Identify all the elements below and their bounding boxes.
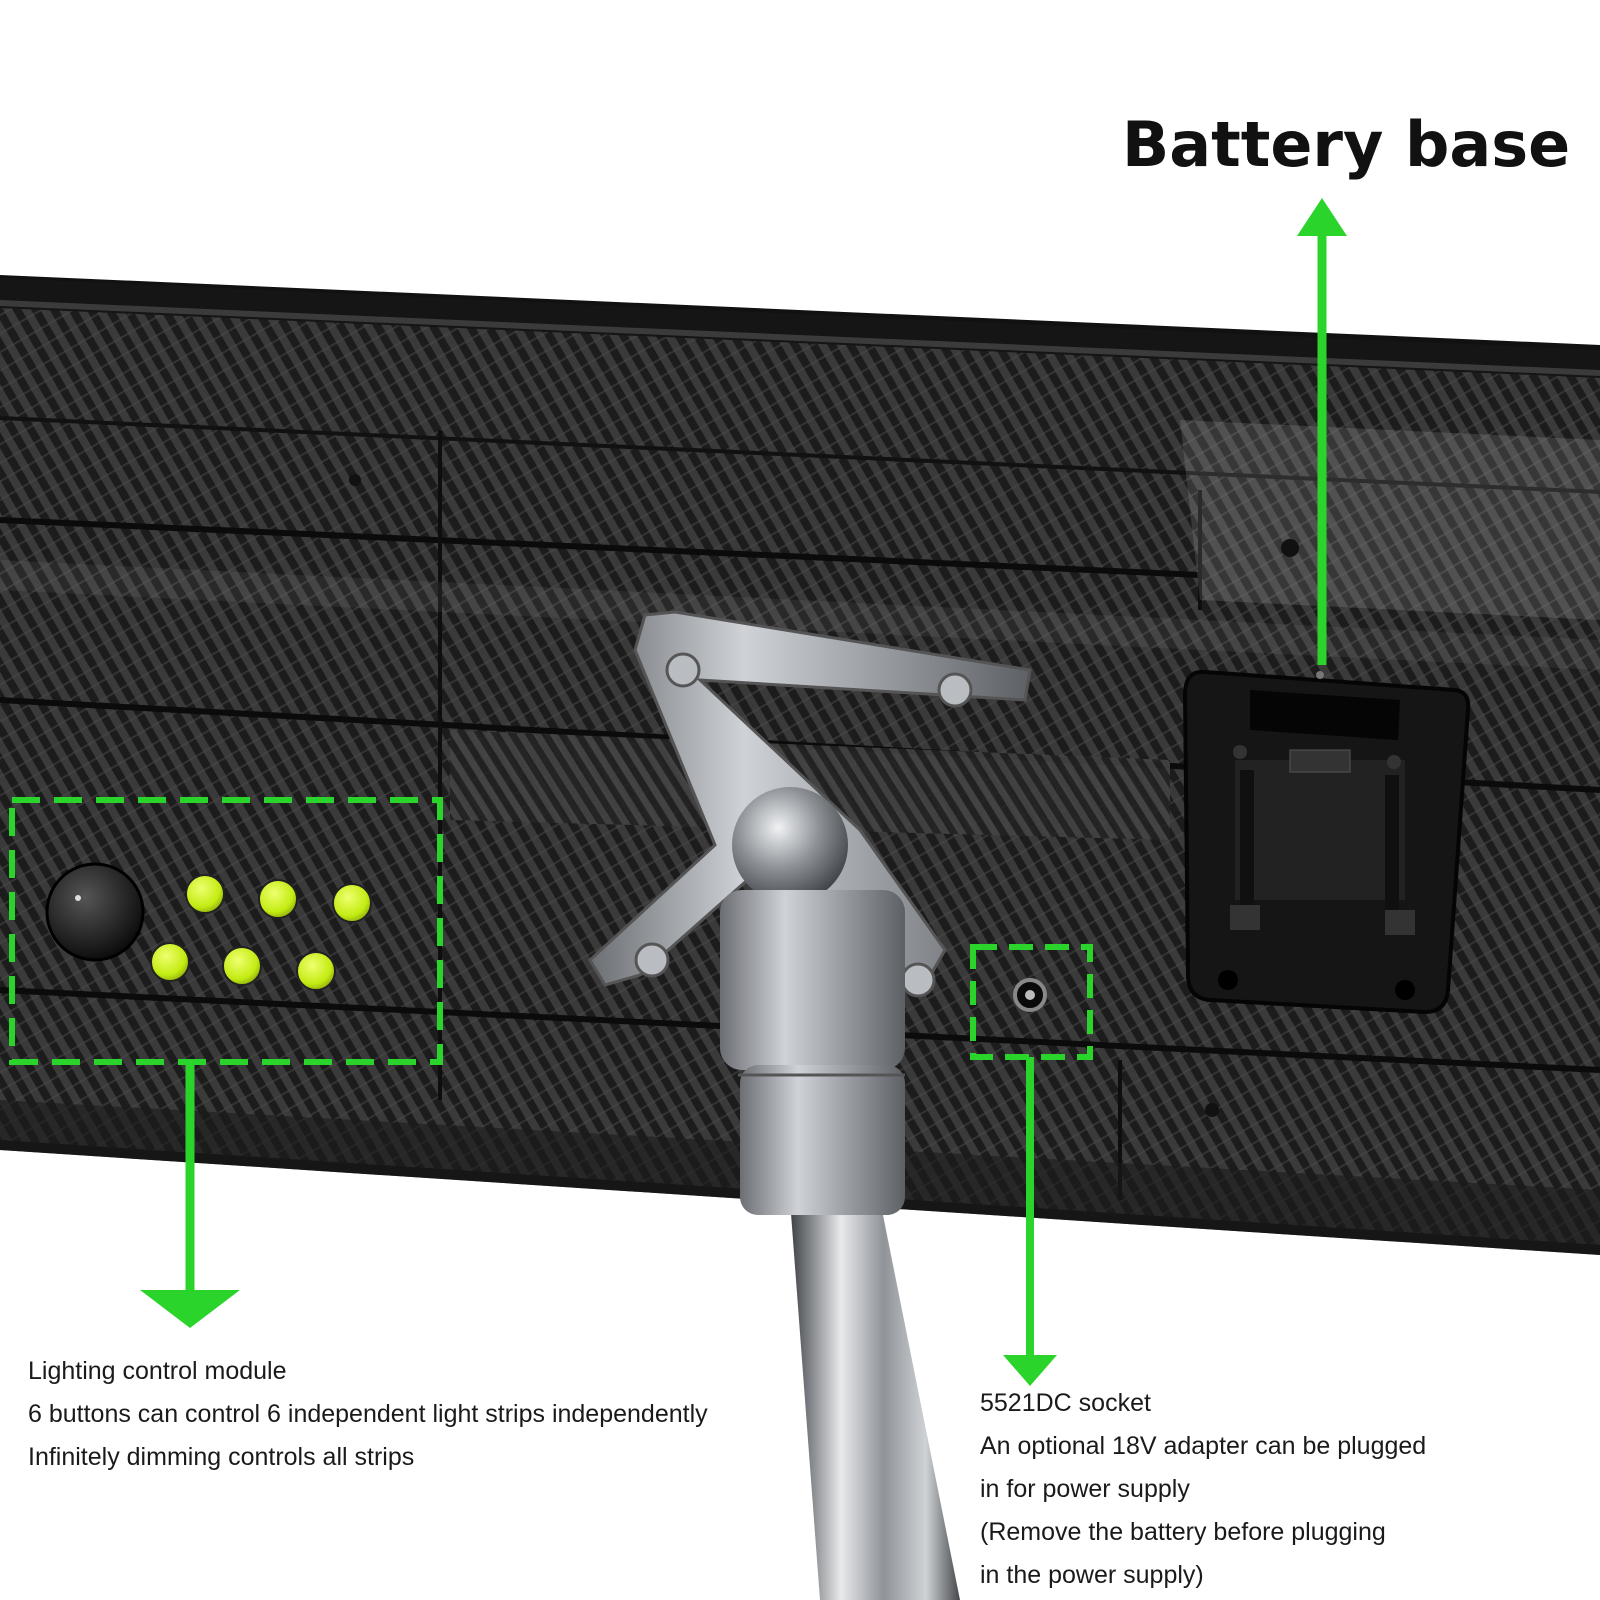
control-module-caption: Lighting control module 6 buttons can co… (28, 1350, 708, 1479)
caption-line: 5521DC socket (980, 1389, 1151, 1417)
battery-base-mount (1182, 669, 1471, 1015)
arrow-down-icon (140, 1290, 240, 1328)
caption-line: in the power supply) (980, 1561, 1204, 1589)
strip-button-2[interactable] (258, 879, 298, 919)
annotations (9, 198, 1347, 1386)
strip-button-3[interactable] (332, 883, 372, 923)
caption-line: 6 buttons can control 6 independent ligh… (28, 1400, 708, 1428)
x-mount-bracket (588, 610, 1032, 998)
dc-socket-caption: 5521DC socket An optional 18V adapter ca… (980, 1382, 1426, 1597)
stand-pole (720, 890, 960, 1600)
caption-line: in for power supply (980, 1475, 1190, 1503)
strip-button-5[interactable] (222, 946, 262, 986)
dimmer-knob[interactable] (45, 862, 145, 962)
caption-line: Lighting control module (28, 1357, 287, 1385)
caption-line: An optional 18V adapter can be plugged (980, 1432, 1427, 1460)
strip-button-6[interactable] (296, 951, 336, 991)
carbon-light-bar (0, 275, 1600, 1255)
strip-buttons (150, 874, 372, 991)
dc-socket[interactable] (1013, 978, 1047, 1012)
control-module-highlight (9, 797, 443, 1065)
arrow-up-icon (1297, 198, 1347, 236)
caption-line: Infinitely dimming controls all strips (28, 1443, 415, 1471)
strip-button-1[interactable] (185, 874, 225, 914)
dc-socket-highlight (970, 944, 1093, 1060)
lighting-control-panel (45, 862, 372, 991)
arrow-down-icon (1003, 1355, 1057, 1386)
caption-line: (Remove the battery before plugging (980, 1518, 1386, 1546)
strip-button-4[interactable] (150, 942, 190, 982)
battery-base-label: Battery base (1122, 108, 1571, 181)
